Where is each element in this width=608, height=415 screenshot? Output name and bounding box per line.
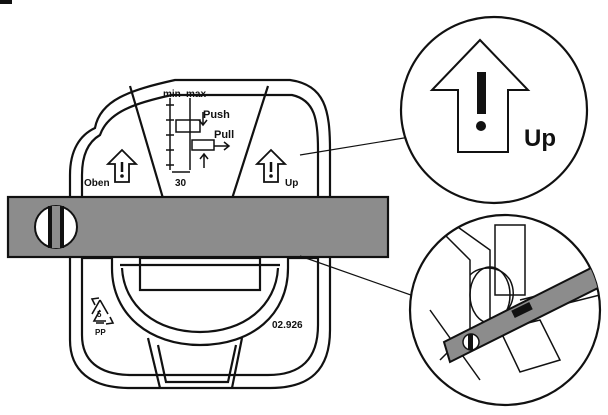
adjustment-scale-graphic	[166, 98, 231, 173]
scale-value-label: 30	[175, 178, 187, 189]
warning-up-arrow-icon	[105, 148, 139, 183]
right-up-label: Up	[285, 178, 298, 189]
push-label: Push	[203, 109, 230, 121]
leader-line-bottom	[299, 255, 426, 301]
spirit-level-bubble-icon	[34, 205, 78, 249]
warning-up-arrow-icon	[429, 38, 531, 153]
part-number: 02.926	[272, 320, 303, 331]
spirit-level	[6, 195, 390, 259]
zoom-detail-arrow: Up	[399, 15, 589, 205]
corner-mark	[0, 0, 12, 4]
recycle-material: PP	[95, 328, 106, 337]
pull-label: Pull	[214, 129, 234, 141]
recycle-icon	[90, 297, 115, 325]
max-label: max	[186, 89, 206, 100]
recycle-code: 5	[97, 310, 102, 319]
zoom-detail-level	[408, 213, 602, 407]
left-up-label: Oben	[84, 178, 110, 189]
leader-line-top	[299, 134, 423, 156]
min-label: min	[163, 89, 181, 100]
warning-up-arrow-icon	[254, 148, 288, 183]
zoom-up-label: Up	[524, 125, 556, 152]
